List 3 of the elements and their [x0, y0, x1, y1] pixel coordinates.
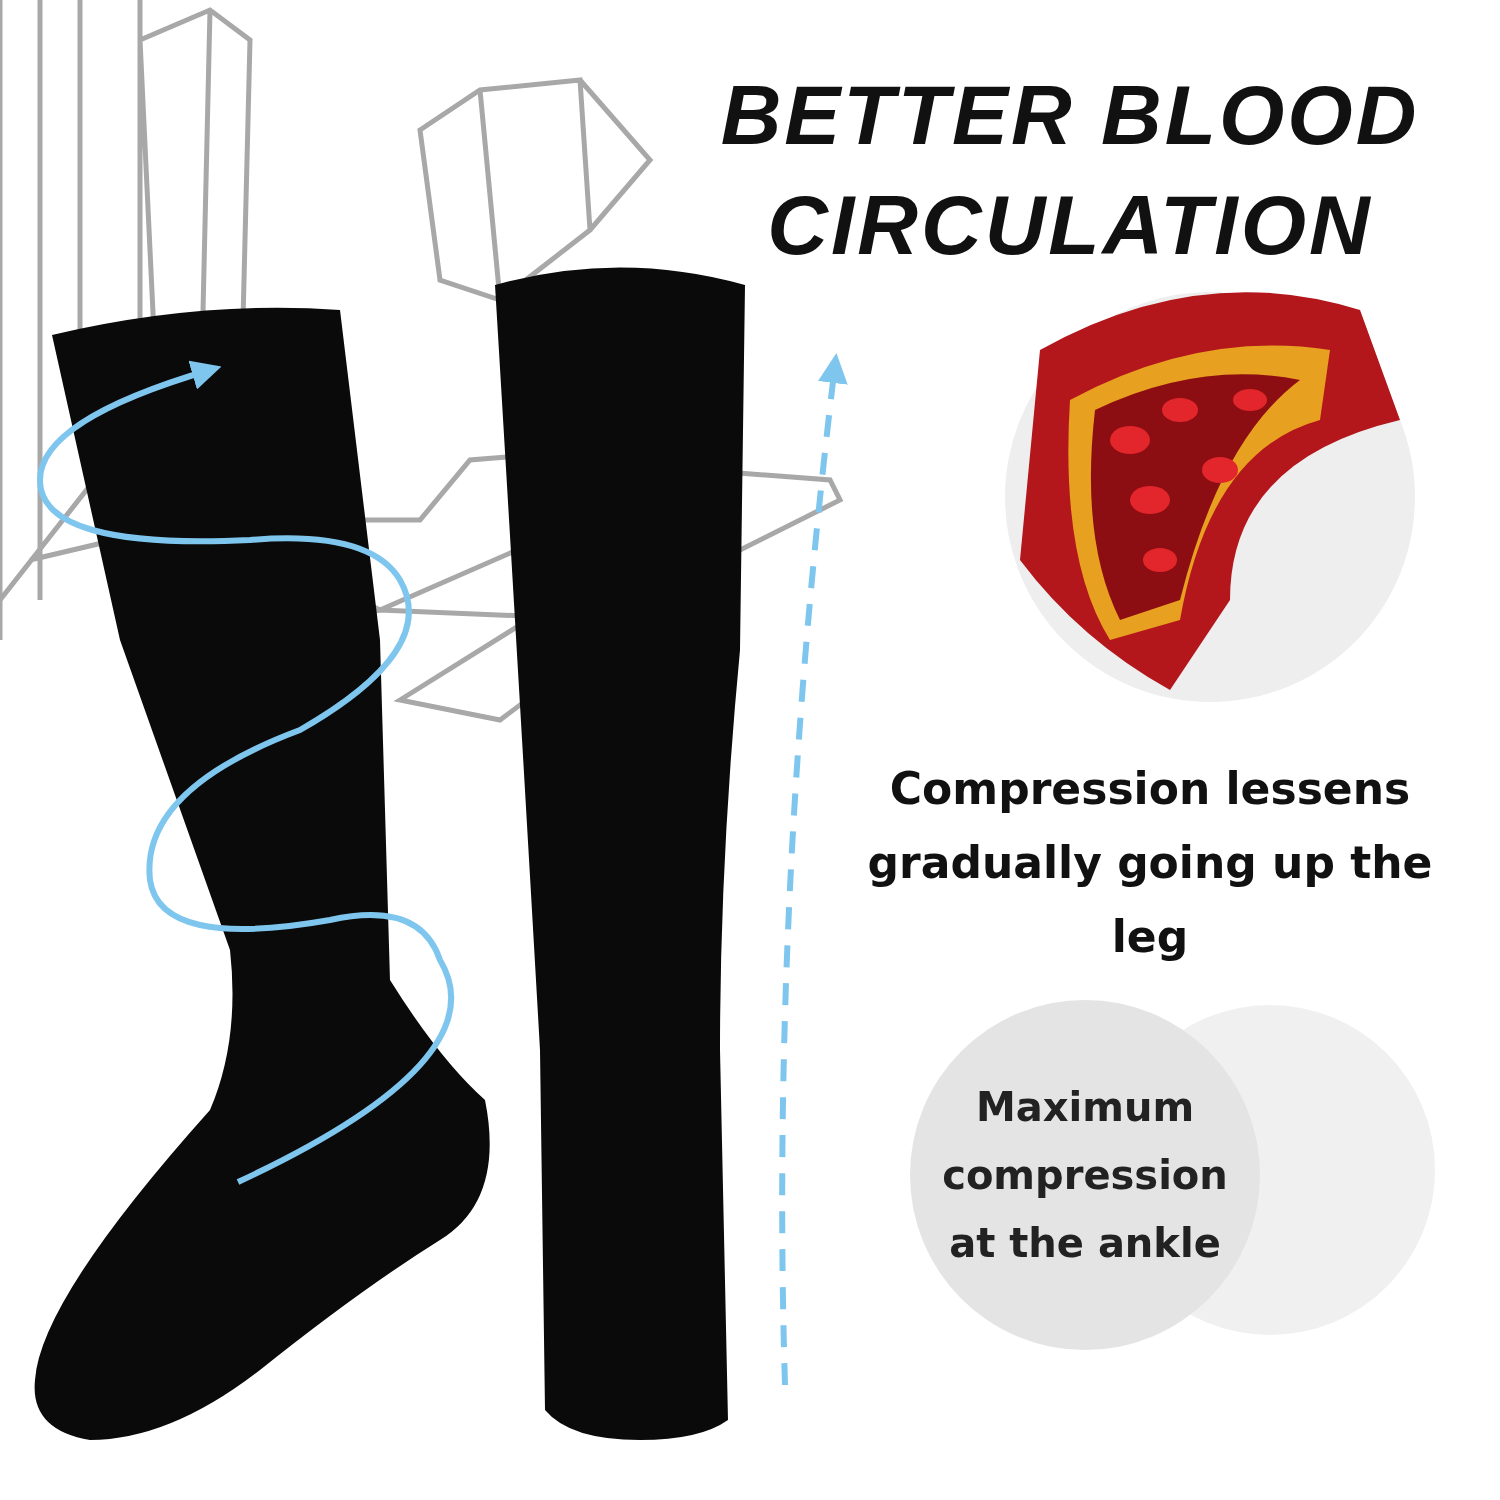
title: BETTER BLOOD CIRCULATION — [719, 67, 1421, 274]
label-text: Compression lessens gradually going up the leg — [866, 762, 1434, 964]
node-text: Maximum compression at the ankle — [941, 1083, 1229, 1268]
